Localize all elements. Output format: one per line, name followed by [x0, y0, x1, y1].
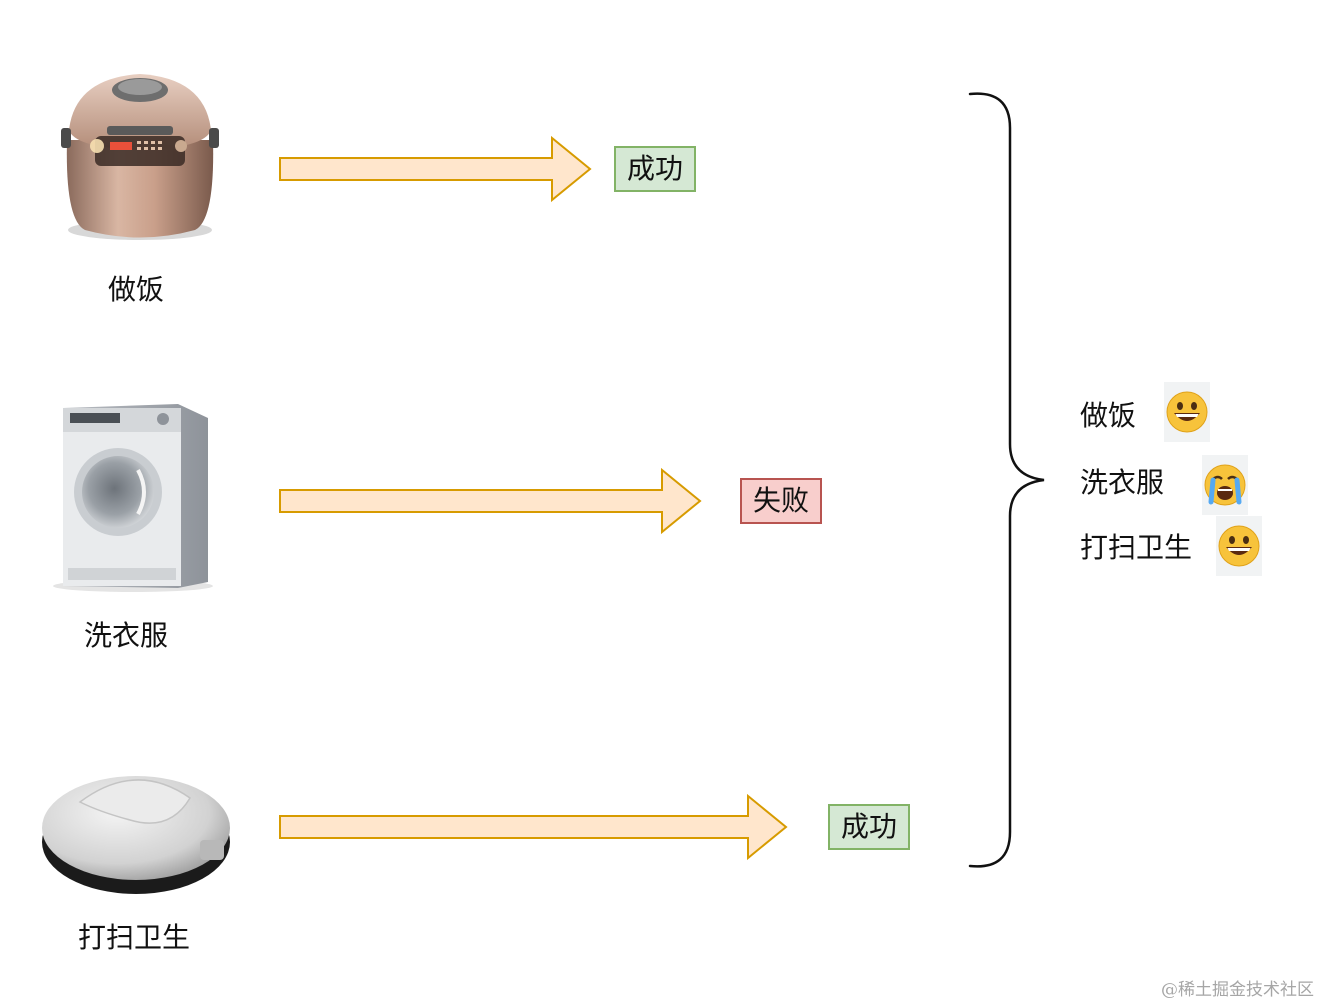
task-label-cleaning: 打扫卫生	[78, 921, 191, 954]
summary-label-laundry: 洗衣服	[1080, 466, 1165, 499]
grinning-face-icon	[1216, 516, 1262, 576]
crying-face-icon	[1202, 455, 1248, 515]
washing-machine-icon	[53, 404, 213, 592]
status-badge-cleaning: 成功	[828, 804, 910, 850]
summary-label-cooking: 做饭	[1080, 399, 1137, 432]
arrow-cooking	[279, 135, 592, 203]
summary-label-cleaning: 打扫卫生	[1080, 531, 1193, 564]
robot-vacuum-icon	[42, 776, 230, 894]
curly-brace	[968, 92, 1045, 868]
task-label-laundry: 洗衣服	[84, 619, 169, 652]
status-badge-laundry: 失败	[740, 478, 822, 524]
arrow-cleaning	[279, 793, 788, 861]
arrow-laundry	[279, 467, 702, 535]
status-badge-cooking: 成功	[614, 146, 696, 192]
task-label-cooking: 做饭	[108, 273, 165, 306]
rice-cooker-icon	[61, 74, 219, 240]
watermark: @稀土掘金技术社区	[1161, 980, 1314, 1000]
grinning-face-icon	[1164, 382, 1210, 442]
